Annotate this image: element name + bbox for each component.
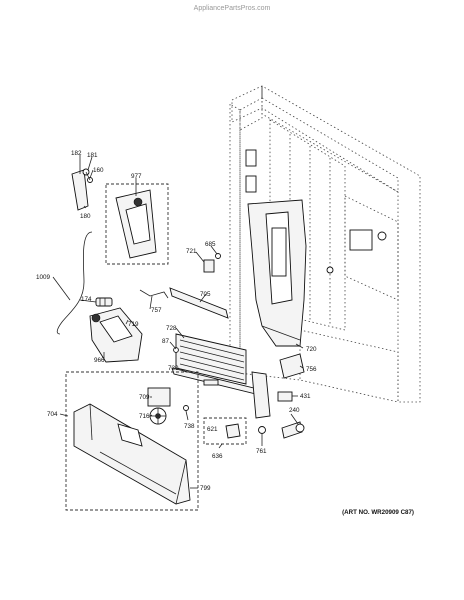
callout-181: 181 [87, 152, 98, 159]
screw-685 [215, 253, 221, 259]
bolt-240 [281, 421, 305, 439]
callout-87: 87 [162, 338, 170, 345]
part-431 [277, 391, 293, 402]
callout-160: 160 [93, 167, 104, 174]
callout-721: 721 [186, 248, 197, 255]
part-761 [258, 426, 266, 434]
bracket-group-180 [71, 168, 93, 211]
callout-labels: 182 181 160 180 977 1009 174 757 719 966… [36, 150, 317, 492]
screw-738 [183, 405, 189, 411]
tube-1009 [56, 231, 93, 335]
heater-assembly-730 [171, 333, 271, 419]
fan-assembly-716 [147, 387, 171, 425]
group-box-636 [203, 417, 247, 445]
callout-1009: 1009 [36, 274, 51, 281]
callout-685: 685 [205, 241, 216, 248]
refrigerator-case [229, 85, 421, 403]
dispenser-housing-720 [247, 199, 307, 347]
callout-240: 240 [289, 407, 300, 414]
callout-730: 730 [168, 365, 179, 372]
leader-lines [52, 155, 304, 489]
callout-719: 719 [128, 321, 139, 328]
fitting-174 [95, 297, 113, 307]
art-number: (ART NO. WR20909 C87) [342, 509, 414, 516]
callout-799: 799 [200, 485, 211, 492]
callout-716: 716 [139, 413, 150, 420]
callout-636: 636 [212, 453, 223, 460]
bracket-757 [139, 289, 169, 299]
callout-174: 174 [81, 296, 92, 303]
callout-621: 621 [207, 426, 218, 433]
part-756 [279, 353, 305, 379]
callout-705: 705 [200, 291, 211, 298]
callout-756: 756 [306, 366, 317, 373]
auger-motor-966 [89, 307, 143, 363]
callout-431: 431 [300, 393, 311, 400]
callout-966: 966 [94, 357, 105, 364]
callout-977: 977 [131, 173, 142, 180]
part-621 [225, 423, 241, 439]
callout-761: 761 [256, 448, 267, 455]
dispenser-front-977 [115, 189, 157, 259]
part-721 [203, 259, 215, 273]
callout-180: 180 [80, 213, 91, 220]
callout-728: 728 [166, 325, 177, 332]
group-box-977 [105, 183, 169, 265]
rail-705 [169, 287, 229, 319]
air-duct-799 [73, 403, 191, 505]
group-box-799 [65, 371, 199, 511]
watermark: AppliancePartsPros.com [194, 5, 271, 12]
callout-182: 182 [71, 150, 82, 157]
callout-738: 738 [184, 423, 195, 430]
callout-709: 709 [139, 394, 150, 401]
callout-757: 757 [151, 307, 162, 314]
callout-720: 720 [306, 346, 317, 353]
callout-704: 704 [47, 411, 58, 418]
